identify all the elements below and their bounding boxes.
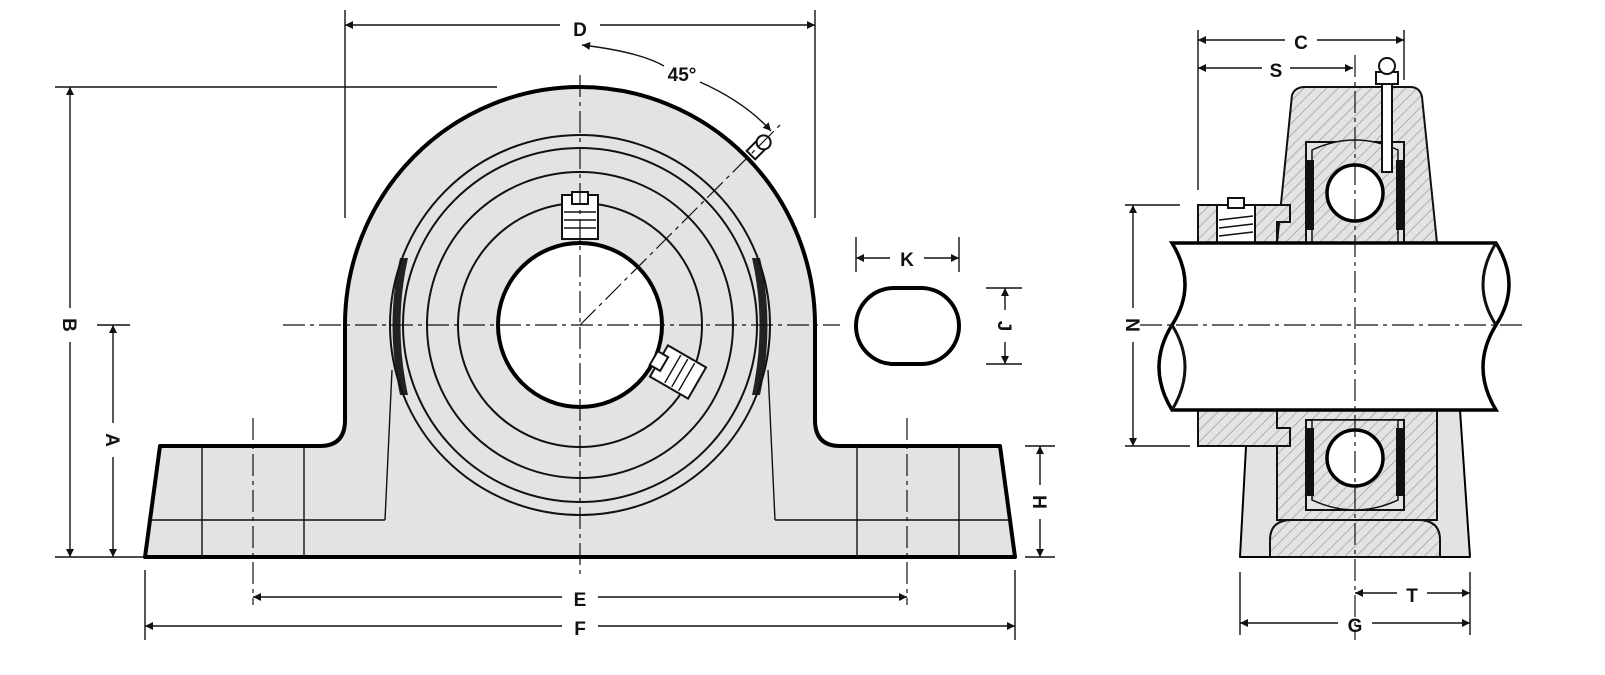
dim-label-g: G <box>1348 616 1363 637</box>
dim-label-k: K <box>900 250 914 271</box>
centerline-45deg <box>579 122 783 326</box>
front-view: D 45° B A K J H E <box>55 10 1055 640</box>
dim-label-a: A <box>101 433 122 447</box>
dim-label-h: H <box>1028 495 1049 509</box>
grease-fitting-icon <box>745 134 772 161</box>
base-details <box>150 369 1010 557</box>
dim-label-n: N <box>1121 318 1142 332</box>
set-screw-angled <box>648 344 708 400</box>
dim-label-c: C <box>1294 33 1308 54</box>
dim-label-e: E <box>574 590 587 611</box>
collar-screw-top <box>1216 197 1256 244</box>
dim-label-angle: 45° <box>668 65 697 86</box>
grease-fitting-side-icon <box>1375 57 1399 173</box>
dim-label-b: B <box>58 318 79 332</box>
dim-label-s: S <box>1270 61 1283 82</box>
dim-label-d: D <box>573 20 587 41</box>
mounting-slot <box>854 286 961 366</box>
shaft <box>1157 241 1511 412</box>
dim-label-j: J <box>993 321 1014 332</box>
dim-label-t: T <box>1406 586 1418 607</box>
side-view: C S N T G <box>1121 30 1525 640</box>
seal-slot-right <box>752 258 768 395</box>
seal-slot-left <box>392 258 408 395</box>
dim-label-f: F <box>574 619 586 640</box>
collar-bottom <box>1197 409 1291 447</box>
